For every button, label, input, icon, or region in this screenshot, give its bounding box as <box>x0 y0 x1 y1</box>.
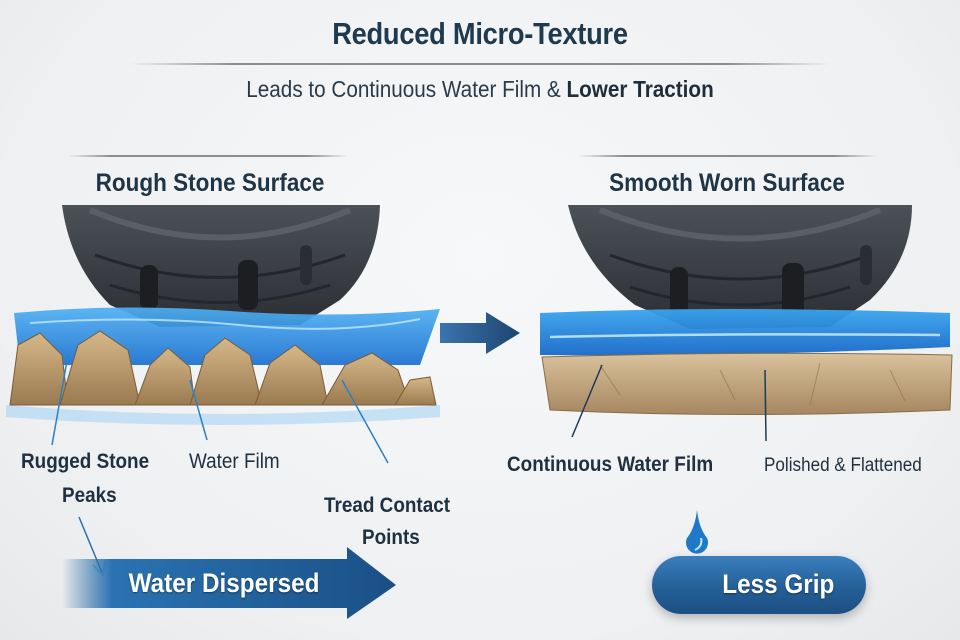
label-tread-contact-2: Points <box>362 526 420 549</box>
tire-icon <box>62 205 380 327</box>
page-title: Reduced Micro-Texture <box>332 16 628 51</box>
label-tread-contact-1: Tread Contact <box>324 494 451 517</box>
right-panel-divider <box>578 155 878 157</box>
left-tire-illustration <box>6 205 440 464</box>
subtitle-prefix: Leads to Continuous Water Film & <box>246 76 567 102</box>
polished-stone-slab <box>541 352 953 415</box>
title-divider <box>130 63 830 65</box>
water-drop-icon <box>686 510 708 554</box>
water-dispersed-label: Water Dispersed <box>128 568 320 598</box>
tire-icon <box>568 205 912 329</box>
right-arrow-banner-icon <box>62 547 396 619</box>
left-panel-title: Rough Stone Surface <box>95 169 325 197</box>
water-dispersed-banner <box>62 547 396 619</box>
label-stone-peaks-1: Rugged Stone <box>21 450 150 473</box>
right-panel-title: Smooth Worn Surface <box>609 169 845 197</box>
continuous-water-layer <box>540 309 950 356</box>
stone-peaks-leader <box>51 354 69 446</box>
polished-leader <box>764 369 767 442</box>
label-polished-flattened: Polished & Flattened <box>764 455 922 476</box>
label-stone-peaks-2: Peaks <box>62 484 117 507</box>
water-film-leader <box>189 379 208 441</box>
tread-contact-leader <box>341 379 389 464</box>
subtitle-emphasis: Lower Traction <box>566 76 714 102</box>
left-panel-divider <box>68 155 348 157</box>
less-grip-pill <box>652 556 866 614</box>
label-water-film: Water Film <box>189 450 280 473</box>
rugged-stones <box>9 330 437 406</box>
transition-arrow-icon <box>440 312 520 354</box>
continuous-film-leader <box>571 364 603 438</box>
label-continuous-water-film: Continuous Water Film <box>507 453 714 476</box>
less-grip-label: Less Grip <box>722 569 835 599</box>
right-tire-illustration <box>540 205 953 442</box>
page-subtitle: Leads to Continuous Water Film & Lower T… <box>48 76 912 103</box>
